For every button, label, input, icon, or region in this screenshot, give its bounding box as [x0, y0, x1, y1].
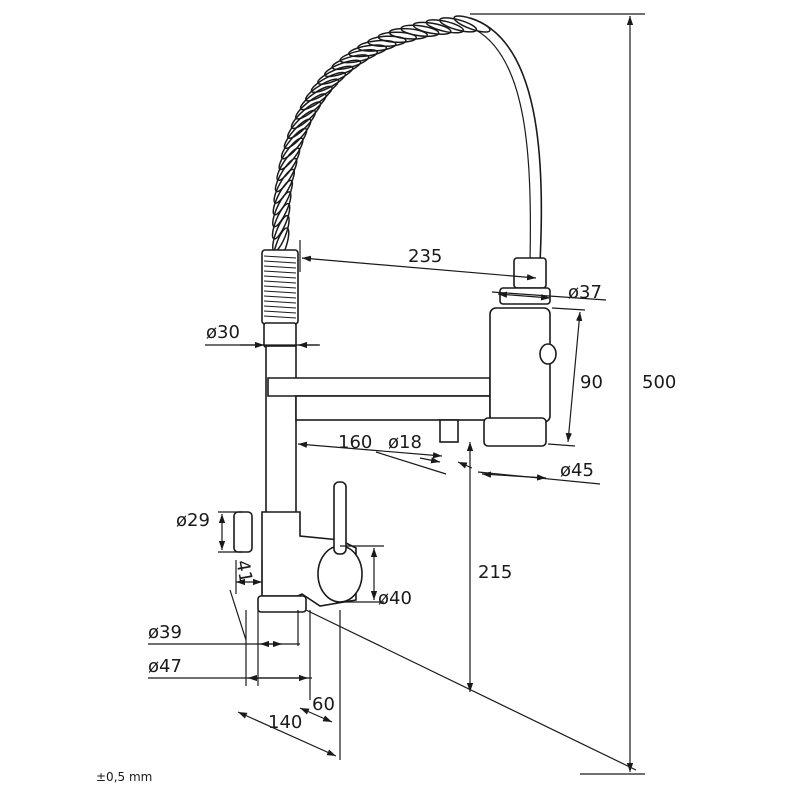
holder-bar [267, 377, 491, 397]
spring-loop [367, 35, 407, 48]
spray-head [489, 307, 551, 423]
spring-loop [400, 24, 440, 38]
sleeve-rib [263, 300, 297, 304]
sleeve-ribs [263, 255, 297, 319]
holder-bar-lower [295, 395, 491, 421]
sleeve-rib [263, 295, 297, 299]
base-nut [257, 595, 307, 613]
spring-loop [323, 59, 362, 78]
label-base-140: 140 [268, 712, 302, 733]
sleeve-rib [263, 265, 297, 269]
spring-loop [283, 118, 312, 150]
spring-loop [272, 191, 292, 228]
sleeve-rib [263, 290, 297, 294]
main-lever [333, 481, 347, 555]
neck-collar [263, 322, 297, 348]
sleeve-rib [263, 315, 297, 319]
sleeve-rib [263, 275, 297, 279]
spring-loop [278, 137, 304, 171]
label-outlet-height: 215 [478, 562, 512, 583]
label-total-height: 500 [642, 372, 676, 393]
sleeve-rib [263, 305, 297, 309]
spring-loop [272, 179, 294, 216]
label-spray-dia: ø37 [568, 282, 602, 303]
spring-loop [412, 21, 452, 36]
label-outlet-dia: ø18 [388, 432, 422, 453]
faucet-illustration [233, 15, 557, 613]
spring-loop [453, 15, 491, 33]
spring-loop [271, 202, 291, 240]
sleeve-rib [263, 310, 297, 314]
sleeve-rib [263, 285, 297, 289]
label-spout-length: 160 [338, 432, 372, 453]
spring-loop [274, 157, 298, 193]
spring-loop [317, 65, 354, 85]
label-neck-dia: ø30 [206, 322, 240, 343]
sleeve-rib [263, 280, 297, 284]
label-base-60: 60 [312, 694, 335, 715]
label-head-height: 90 [580, 372, 603, 393]
spout-hose-inner [475, 29, 531, 263]
faucet-column [265, 345, 297, 515]
spray-hose-end [513, 257, 547, 289]
spring-loop [280, 127, 308, 160]
label-reach: 235 [408, 246, 442, 267]
spray-button [539, 343, 557, 365]
label-lever-dia: ø29 [176, 510, 210, 531]
spring-loop [339, 48, 379, 64]
spout-hose [469, 17, 543, 263]
spray-head-base [483, 417, 547, 447]
dimension-lines [148, 13, 645, 775]
label-offset-41: 41 [231, 558, 256, 584]
label-base-dia-47: ø47 [148, 656, 182, 677]
spring-loop [294, 93, 327, 120]
spring-coil [271, 15, 491, 265]
label-side-handle-dia: ø40 [378, 588, 412, 609]
sleeve-rib [263, 260, 297, 264]
sleeve-rib [263, 255, 297, 259]
side-lever [233, 511, 253, 553]
label-base-dia-39: ø39 [148, 622, 182, 643]
spring-loop [331, 54, 370, 71]
spring-loop [388, 27, 429, 40]
spring-loop [357, 39, 397, 52]
spring-loop [276, 147, 301, 182]
dimension-labels: 235 ø37 ø30 90 500 160 ø18 ø45 ø29 41 ø4… [96, 246, 676, 784]
spring-loop [377, 31, 418, 44]
spring-loop [290, 101, 322, 130]
spring-loop [273, 168, 296, 204]
tolerance-note: ±0,5 mm [96, 770, 152, 784]
spring-loop [348, 44, 388, 58]
label-head-base-dia: ø45 [560, 460, 594, 481]
sleeve-rib [263, 270, 297, 274]
spring-loop [286, 109, 317, 139]
water-outlet [439, 419, 459, 443]
